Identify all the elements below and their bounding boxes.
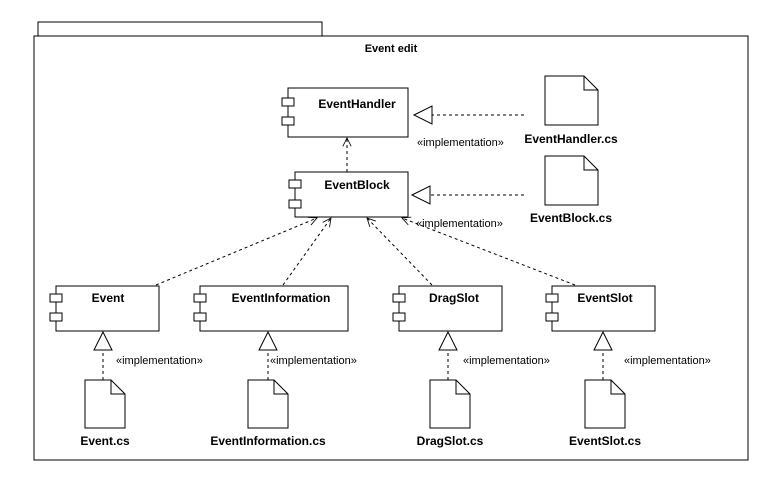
file-name: DragSlot.cs xyxy=(417,434,484,448)
dependency-lines xyxy=(155,138,576,286)
file-eventinformation-cs[interactable]: EventInformation.cs xyxy=(210,379,326,448)
component-name: EventBlock xyxy=(324,178,390,192)
component-name: EventHandler xyxy=(318,97,396,111)
file-dragslot-cs[interactable]: DragSlot.cs xyxy=(417,379,484,448)
file-name: EventHandler.cs xyxy=(524,132,618,146)
component-eventslot[interactable]: EventSlot xyxy=(545,285,656,332)
implementation-label: «implementation» xyxy=(116,355,203,367)
component-name: EventSlot xyxy=(577,291,632,305)
implementation-label: «implementation» xyxy=(416,218,503,230)
component-name: EventInformation xyxy=(232,291,331,305)
component-name: Event xyxy=(92,291,125,305)
document-icon xyxy=(584,379,626,429)
document-icon xyxy=(544,75,599,126)
dependency-event-to-eventblock xyxy=(155,218,317,286)
component-eventblock[interactable]: EventBlock xyxy=(288,171,409,218)
component-eventinformation[interactable]: EventInformation xyxy=(193,285,349,332)
dependency-eventinformation-to-eventblock xyxy=(282,218,331,286)
file-name: EventBlock.cs xyxy=(530,211,612,225)
file-name: Event.cs xyxy=(80,434,130,448)
component-dragslot[interactable]: DragSlot xyxy=(392,285,503,332)
document-icon xyxy=(544,155,599,206)
document-icon xyxy=(247,379,289,429)
dependency-eventslot-to-eventblock xyxy=(402,218,576,286)
implementation-label: «implementation» xyxy=(417,137,504,149)
implementation-label: «implementation» xyxy=(624,355,711,367)
realization-lines xyxy=(93,105,613,380)
implementation-label: «implementation» xyxy=(463,355,550,367)
component-eventhandler[interactable]: EventHandler xyxy=(281,87,409,138)
implementation-labels: «implementation» «implementation» «imple… xyxy=(116,137,711,367)
file-event-cs[interactable]: Event.cs xyxy=(80,379,130,448)
component-event[interactable]: Event xyxy=(49,285,160,332)
implementation-label: «implementation» xyxy=(270,355,357,367)
component-name: DragSlot xyxy=(429,291,479,305)
file-eventblock-cs[interactable]: EventBlock.cs xyxy=(530,155,612,225)
file-name: EventInformation.cs xyxy=(210,434,326,448)
package-title: Event edit xyxy=(365,43,418,55)
file-eventhandler-cs[interactable]: EventHandler.cs xyxy=(524,75,618,146)
file-eventslot-cs[interactable]: EventSlot.cs xyxy=(569,379,641,448)
document-icon xyxy=(429,379,471,429)
file-name: EventSlot.cs xyxy=(569,434,641,448)
document-icon xyxy=(84,379,126,429)
